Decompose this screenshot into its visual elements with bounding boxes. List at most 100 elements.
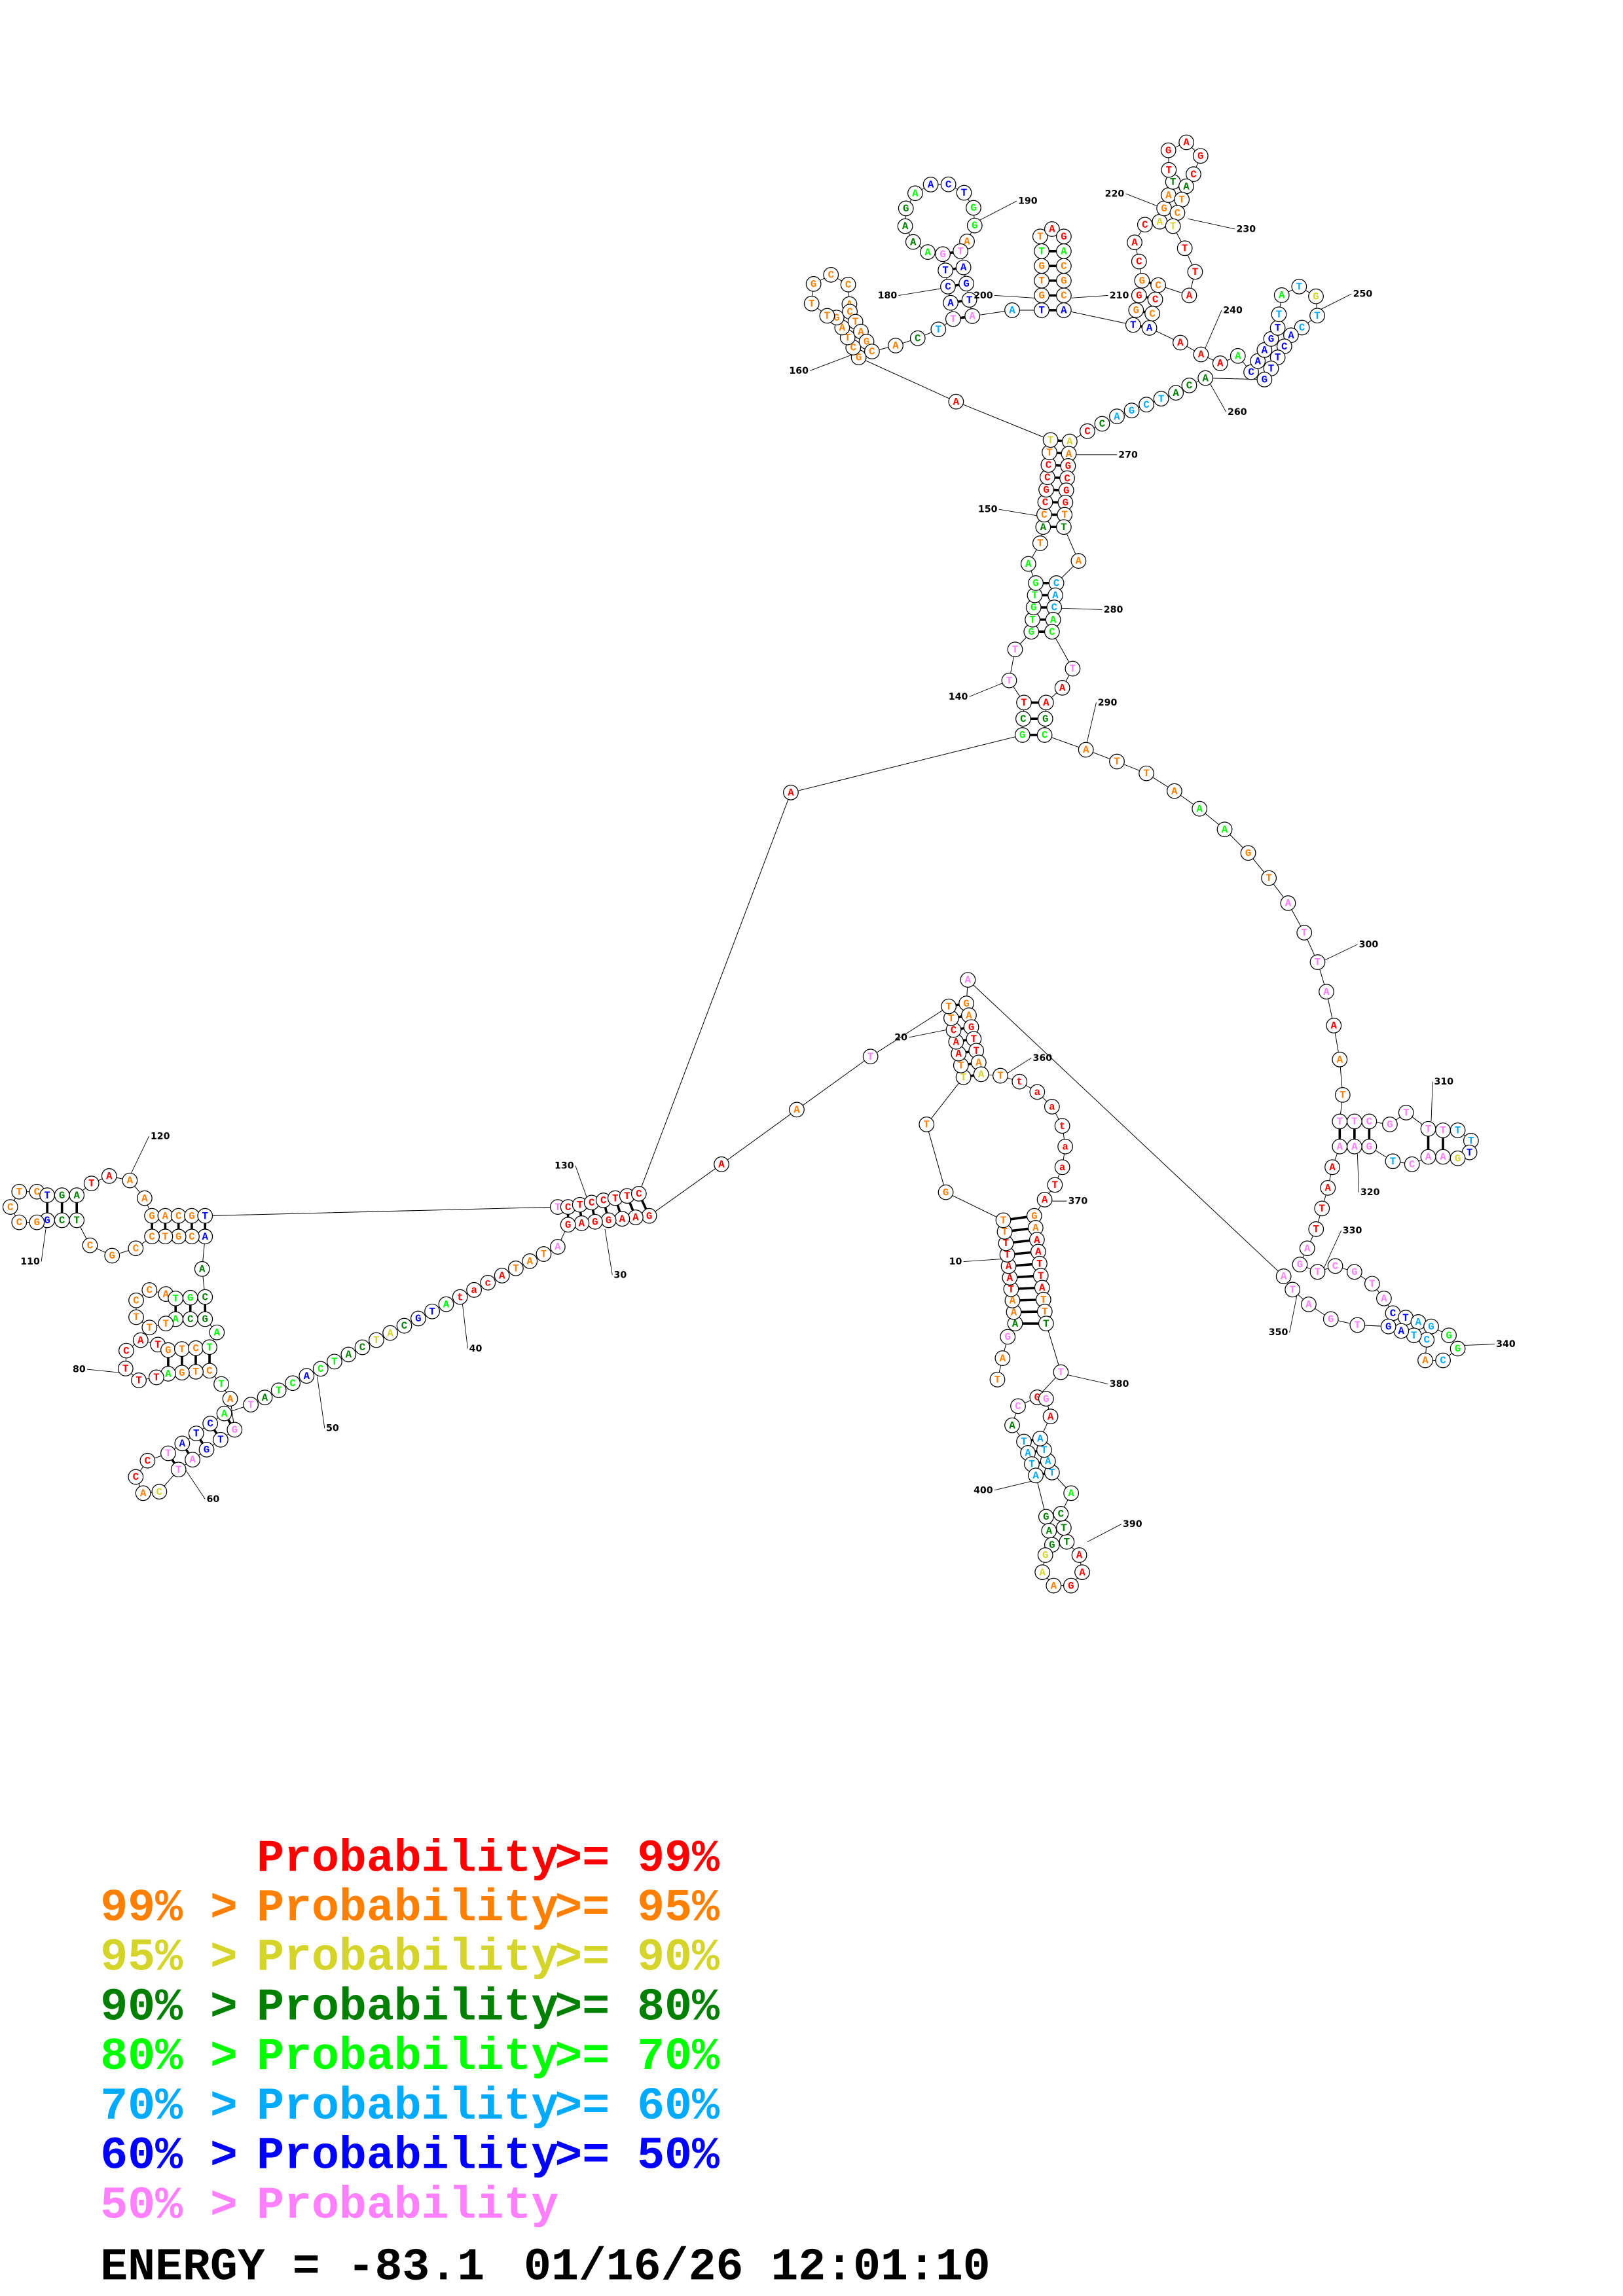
nucleotide: A xyxy=(614,1211,630,1227)
nucleotide-letter: A xyxy=(1323,986,1330,998)
nucleotide-letter: C xyxy=(359,1342,366,1354)
nucleotide-circle xyxy=(1326,1018,1342,1033)
legend-main: Probability xyxy=(257,2081,558,2132)
nucleotide-letter: T xyxy=(165,1448,171,1460)
nucleotide: A xyxy=(1071,1547,1087,1563)
nucleotide: T xyxy=(1435,1122,1451,1138)
nucleotide: T xyxy=(11,1183,27,1200)
nucleotide-letter: T xyxy=(924,1119,930,1131)
nucleotide: T xyxy=(1176,240,1193,257)
nucleotide-circle xyxy=(144,1229,160,1245)
nucleotide: a xyxy=(466,1282,482,1298)
nucleotide-circle xyxy=(1364,1276,1380,1292)
nucleotide-circle xyxy=(1193,346,1209,363)
nucleotide-circle xyxy=(1054,1118,1070,1134)
nucleotide-letter: C xyxy=(192,1342,199,1354)
nucleotide-letter: C xyxy=(1084,425,1091,437)
nucleotide-letter: T xyxy=(206,1342,212,1354)
nucleotide-letter: A xyxy=(221,1408,228,1420)
nucleotide-letter: T xyxy=(1000,1215,1006,1227)
nucleotide-letter: G xyxy=(1161,203,1167,215)
nucleotide-letter: A xyxy=(1114,411,1120,423)
nucleotide: T xyxy=(39,1187,56,1204)
nucleotide-circle xyxy=(327,1354,342,1370)
nucleotide-letter: G xyxy=(1313,291,1319,302)
nucleotide-circle xyxy=(1001,672,1017,689)
nucleotide-circle xyxy=(940,176,957,192)
nucleotide-letter: G xyxy=(1043,1393,1049,1405)
position-label: 400 xyxy=(974,1485,993,1496)
nucleotide-circle xyxy=(83,1175,100,1191)
nucleotide-letter: T xyxy=(1130,319,1136,331)
nucleotide: T xyxy=(1309,1264,1326,1280)
nucleotide-letter: G xyxy=(1043,1511,1049,1523)
nucleotide-letter: C xyxy=(16,1217,23,1229)
nucleotide: A xyxy=(340,1346,357,1363)
nucleotide-circle xyxy=(466,1282,482,1298)
nucleotide: G xyxy=(587,1213,603,1230)
nucleotide-circle xyxy=(1332,1051,1348,1067)
nucleotide-letter: A xyxy=(1186,290,1193,302)
nucleotide-letter: A xyxy=(1351,1141,1358,1153)
nucleotide: A xyxy=(522,1253,538,1269)
nucleotide-circle xyxy=(135,1485,151,1501)
nucleotide-circle xyxy=(1016,694,1032,711)
nucleotide-letter: T xyxy=(1003,1238,1009,1249)
nucleotide-circle xyxy=(938,1184,954,1200)
nucleotide-letter: T xyxy=(1048,435,1053,446)
nucleotide: A xyxy=(1212,355,1228,371)
nucleotide-letter: A xyxy=(1325,1183,1332,1194)
nucleotide-letter: G xyxy=(202,1314,208,1325)
nucleotide-letter: T xyxy=(1170,221,1176,232)
nucleotide: T xyxy=(1034,243,1049,259)
nucleotide: A xyxy=(1197,370,1214,386)
nucleotide: T xyxy=(1263,361,1279,376)
nucleotide: A xyxy=(1109,408,1125,425)
nucleotide-circle xyxy=(714,1156,729,1172)
nucleotide-circle xyxy=(1361,1113,1377,1130)
nucleotide-circle xyxy=(945,311,961,327)
legend-row: 80% >Probability>= 70% xyxy=(100,2031,720,2083)
position-label: 10 xyxy=(949,1257,962,1267)
nucleotide: A xyxy=(960,972,976,988)
nucleotide-circle xyxy=(1324,1159,1340,1175)
nucleotide-letter: A xyxy=(162,1210,169,1222)
nucleotide-letter: C xyxy=(202,1291,209,1303)
nucleotide-letter: G xyxy=(1387,1119,1393,1131)
nucleotide-circle xyxy=(630,1185,647,1202)
nucleotide-letter: T xyxy=(1275,352,1281,364)
nucleotide-circle xyxy=(128,1469,144,1485)
nucleotide: C xyxy=(139,1452,156,1469)
nucleotide: T xyxy=(1309,954,1326,970)
nucleotide-circle xyxy=(202,1339,217,1355)
nucleotide: A xyxy=(1299,1240,1315,1257)
nucleotide-circle xyxy=(1032,1431,1048,1446)
nucleotide: T xyxy=(1059,1534,1075,1550)
nucleotide-letter: G xyxy=(968,1022,974,1033)
nucleotide-letter: A xyxy=(960,262,967,274)
nucleotide-letter: A xyxy=(912,188,919,200)
nucleotide: T xyxy=(1187,264,1203,280)
nucleotide: t xyxy=(1054,1118,1070,1134)
nucleotide-letter: A xyxy=(579,1218,585,1230)
nucleotide: T xyxy=(1332,1113,1348,1130)
nucleotide: G xyxy=(1423,1318,1439,1335)
nucleotide-letter: T xyxy=(1369,1278,1375,1290)
position-label: 210 xyxy=(1110,291,1129,301)
nucleotide-letter: t xyxy=(457,1291,463,1303)
nucleotide: G xyxy=(1322,1311,1339,1327)
nucleotide-letter: A xyxy=(955,1048,962,1060)
nucleotide: C xyxy=(354,1339,371,1355)
legend-main: Probability xyxy=(257,2179,558,2231)
position-label: 390 xyxy=(1123,1519,1142,1530)
legend-suffix: >= 50% xyxy=(555,2130,720,2182)
nucleotide-letter: A xyxy=(1183,137,1190,149)
nucleotide-letter: G xyxy=(1030,602,1036,614)
nucleotide: G xyxy=(898,200,914,217)
nucleotide: T xyxy=(1161,162,1177,178)
nucleotide-circle xyxy=(1131,253,1147,270)
nucleotide-circle xyxy=(955,259,972,276)
nucleotide: T xyxy=(188,1363,204,1380)
nucleotide-letter: G xyxy=(1038,260,1044,272)
nucleotide-circle xyxy=(132,1332,149,1348)
